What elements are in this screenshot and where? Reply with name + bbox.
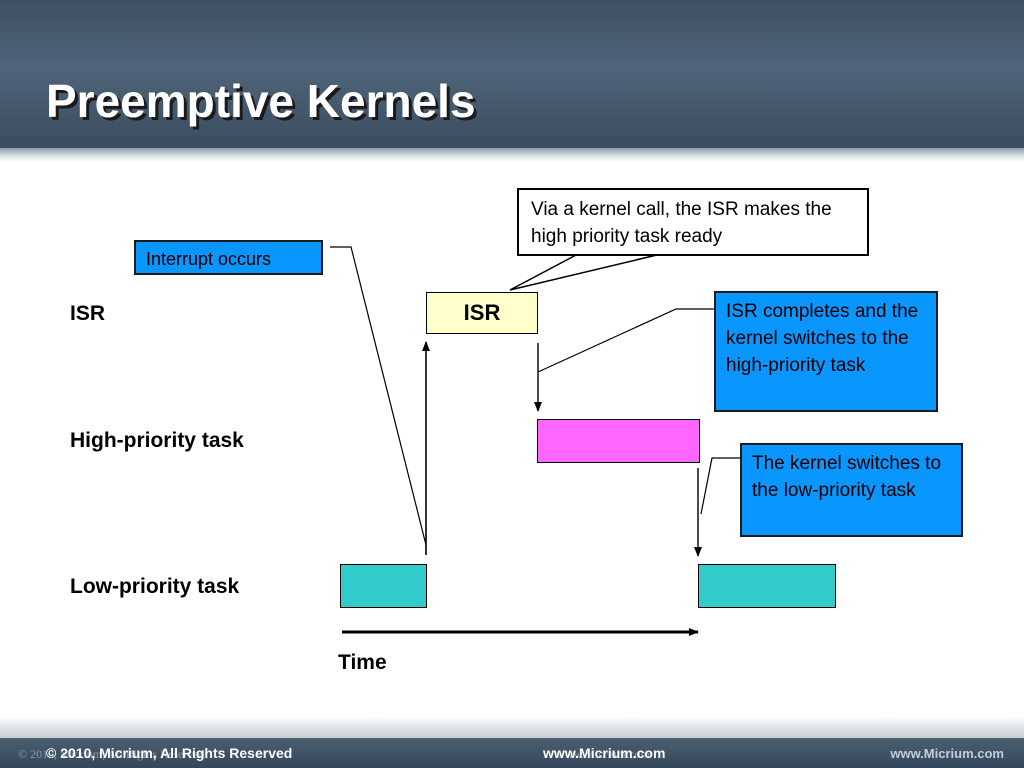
footer-fade	[0, 716, 1024, 738]
footer-url-right[interactable]: www.Micrium.com	[890, 746, 1004, 761]
footer-bar	[0, 738, 1024, 768]
isr-block: ISR	[426, 292, 538, 334]
callout-isr-completes: ISR completes and the kernel switches to…	[714, 291, 938, 412]
row-label-low-priority: Low-priority task	[70, 575, 240, 598]
isr-completes-leader-line	[537, 308, 714, 373]
footer-ghost-url: www.Micrium.com	[556, 747, 650, 761]
page-title: Preemptive Kernels	[46, 75, 476, 127]
title-bar-fade	[0, 148, 1024, 162]
callout-kernel-call: Via a kernel call, the ISR makes the hig…	[517, 188, 869, 256]
time-axis-label: Time	[338, 651, 387, 674]
footer-url-center[interactable]: www.Micrium.com	[543, 745, 666, 761]
footer-ghost-copyright: © 2010, Micrium, All Rights Reserved	[18, 747, 205, 761]
callout-interrupt-occurs: Interrupt occurs	[134, 240, 323, 275]
switch-low-leader-line	[700, 457, 740, 515]
callout-switch-to-low: The kernel switches to the low-priority …	[740, 443, 963, 537]
interrupt-leader-line	[330, 246, 427, 546]
row-label-isr: ISR	[70, 302, 106, 325]
row-label-high-priority: High-priority task	[70, 429, 244, 452]
title-bar	[0, 0, 1024, 148]
low-priority-task-block-1	[340, 564, 427, 608]
kernel-call-pointer	[509, 253, 662, 291]
high-priority-task-block	[537, 419, 700, 463]
footer-copyright: © 2010, Micrium, All Rights Reserved	[46, 745, 293, 761]
low-priority-task-block-2	[698, 564, 836, 608]
